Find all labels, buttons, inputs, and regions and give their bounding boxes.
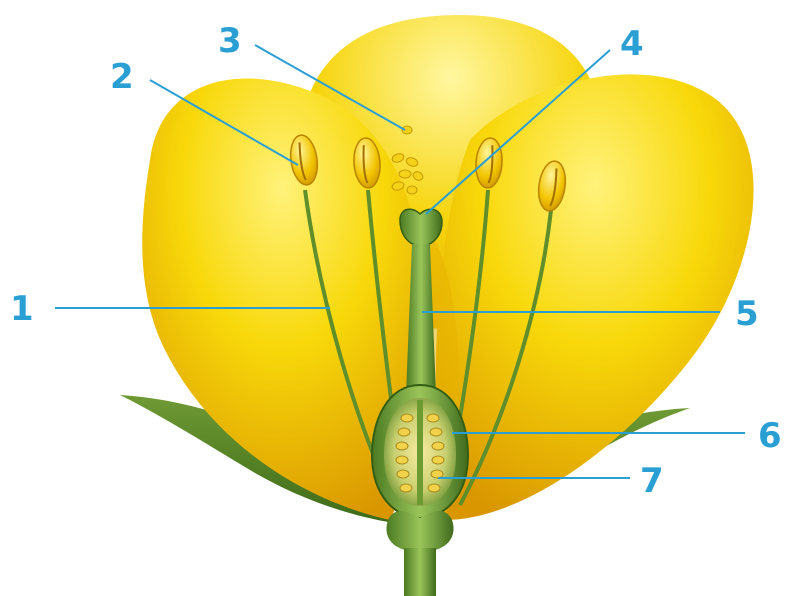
label-7: 7 xyxy=(640,461,664,501)
label-5: 5 xyxy=(735,294,759,334)
label-3: 3 xyxy=(218,21,242,61)
stem xyxy=(386,511,453,596)
label-2: 2 xyxy=(110,57,134,97)
label-4: 4 xyxy=(620,24,644,64)
label-6: 6 xyxy=(758,416,782,456)
label-1: 1 xyxy=(10,289,34,329)
